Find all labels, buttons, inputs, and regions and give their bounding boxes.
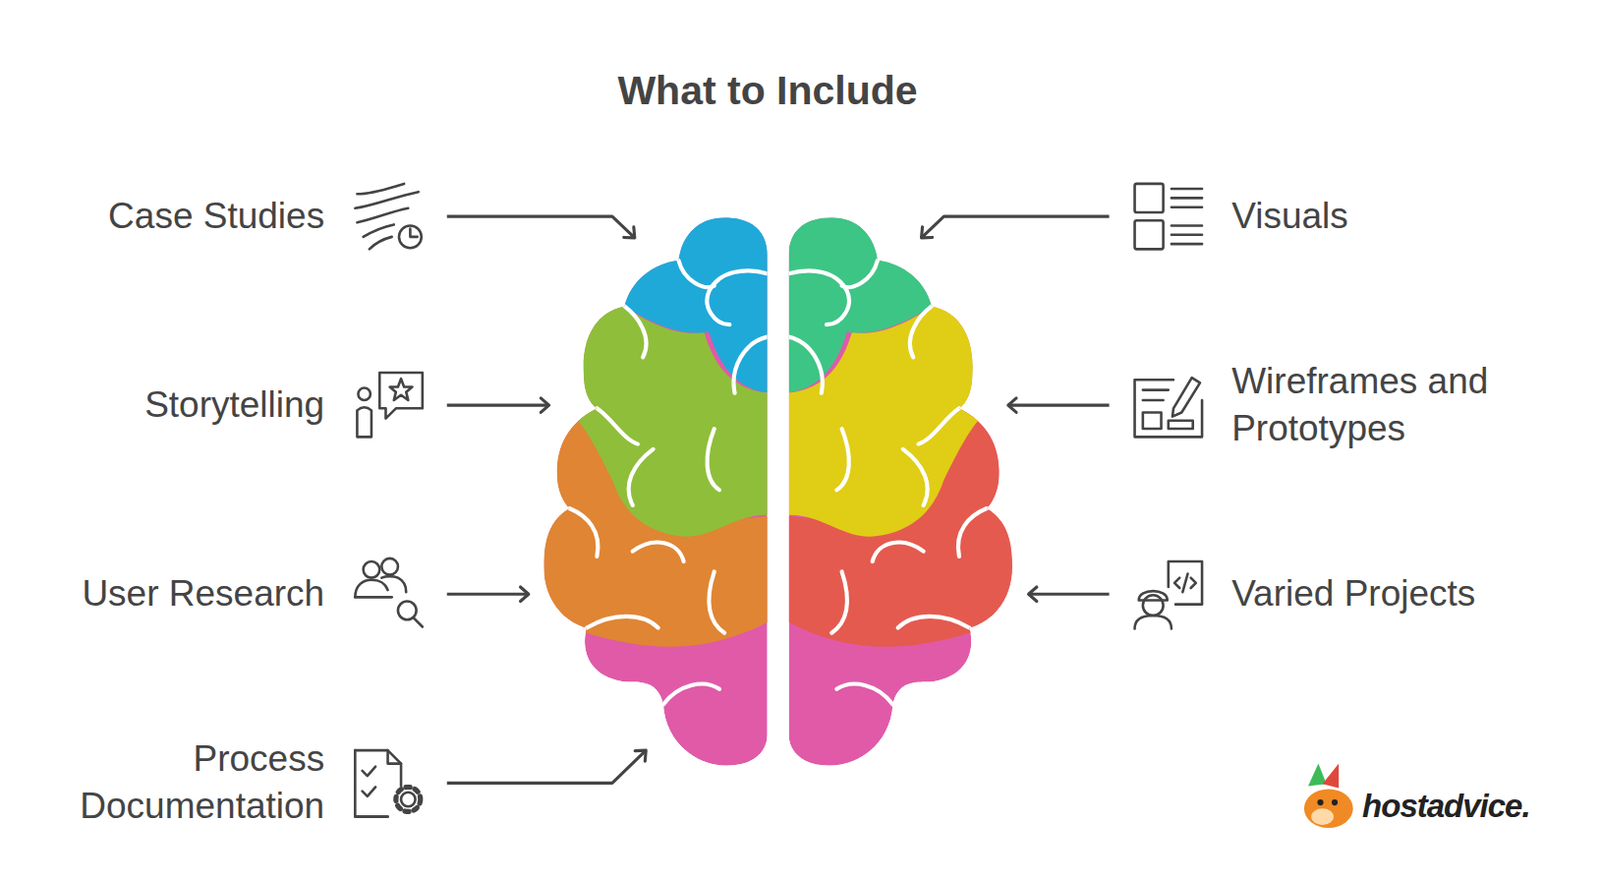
topic-label: Varied Projects: [1231, 570, 1556, 618]
case-study-icon: [354, 183, 421, 249]
wireframe-icon: [1135, 377, 1203, 437]
visuals-icon: [1135, 183, 1203, 249]
process-doc-icon: [354, 749, 420, 816]
brain-left: [530, 204, 776, 766]
storytelling-icon: [356, 372, 422, 437]
varied-projects-icon: [1135, 561, 1203, 629]
brand-logo: [1304, 763, 1354, 828]
topic-label: Visuals: [1231, 192, 1527, 240]
topic-label: Wireframes and Prototypes: [1231, 357, 1527, 453]
topic-icons: [354, 183, 1202, 817]
topic-label: User Research: [29, 570, 325, 618]
topic-label: Case Studies: [29, 192, 325, 240]
brand-watermark: hostadvice.: [1362, 782, 1579, 830]
leader-arrows: [447, 216, 1110, 783]
brain-right: [780, 204, 1026, 766]
user-research-icon: [354, 558, 423, 628]
topic-label: Storytelling: [29, 381, 325, 429]
diagram-title: What to Include: [374, 67, 1161, 115]
topic-label: Process Documentation: [29, 735, 325, 830]
